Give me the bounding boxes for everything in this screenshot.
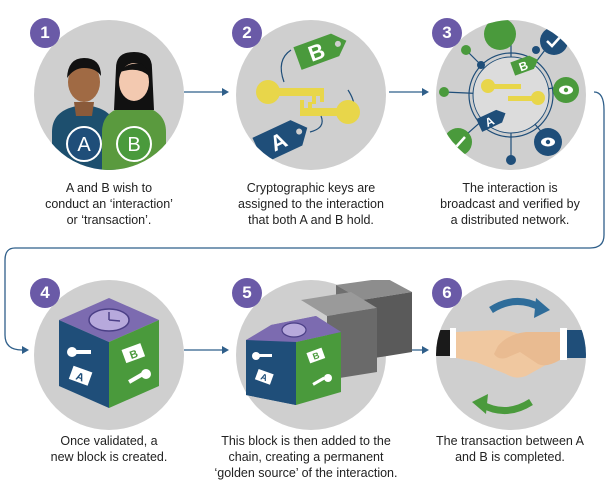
caption-line: that both A and B hold. (248, 213, 374, 227)
tag-b-icon (510, 55, 539, 76)
exchange-arrow-icon (479, 398, 533, 414)
exchange-arrow-icon (489, 298, 543, 314)
caption-line: The interaction is (462, 181, 558, 195)
tag-a-icon: A (252, 120, 308, 164)
clock-icon (281, 322, 307, 338)
caption-line: and B is completed. (455, 450, 565, 464)
blockchain-icon: A B (246, 280, 412, 405)
step-number-badge: 3 (432, 18, 462, 48)
key-icon (312, 374, 332, 386)
caption-line: This block is then added to the (221, 434, 391, 448)
arrowhead-4-5 (222, 346, 229, 354)
tag-a-icon (476, 109, 506, 132)
step-number-badge: 5 (232, 278, 262, 308)
caption-line: new block is created. (50, 450, 168, 464)
step-number-badge: 6 (432, 278, 462, 308)
step-6-caption: The transaction between A and B is compl… (410, 433, 610, 465)
verified-node (540, 27, 568, 55)
step-3-circle: B A (436, 20, 586, 170)
key-icon (300, 100, 360, 124)
arrowhead-1-2 (222, 88, 229, 96)
step-4-circle: A B (34, 280, 184, 430)
caption-line: broadcast and verified by (440, 197, 580, 211)
caption-line: The transaction between A (435, 434, 584, 448)
caption-line: ‘golden source’ of the interaction. (214, 466, 398, 480)
connector-3-4 (4, 91, 605, 351)
caption-line: a distributed network. (450, 213, 570, 227)
tag-a-label: A (74, 371, 86, 385)
person-b-icon (102, 52, 166, 170)
verified-node (444, 128, 472, 156)
step-6-circle (436, 280, 586, 430)
caption-line: Once validated, a (60, 434, 158, 448)
caption-line: chain, creating a permanent (228, 450, 384, 464)
block-cube-icon (59, 298, 159, 408)
step-3: B A 3 (432, 18, 586, 170)
caption-line: or ‘transaction’. (66, 213, 152, 227)
tag-a-icon (68, 365, 93, 386)
step-4-caption: Once validated, a new block is created. (9, 433, 209, 465)
network-node (477, 61, 485, 69)
step-1: A B 1 (30, 18, 184, 170)
key-icon (252, 352, 272, 360)
tag-b-label: B (128, 348, 140, 362)
person-a-badge (66, 126, 102, 162)
key-icon (481, 79, 521, 93)
caption-line: A and B wish to (65, 181, 153, 195)
step-3-caption: The interaction is broadcast and verifie… (410, 180, 610, 228)
key-icon (256, 80, 324, 104)
person-a-label: A (77, 134, 91, 156)
step-number-badge: 1 (30, 18, 60, 48)
network-node (461, 45, 471, 55)
network-node (506, 155, 516, 165)
step-5: A B 5 (232, 278, 412, 430)
step-2: B A 2 (232, 18, 386, 170)
step-1-circle: A B (34, 20, 184, 170)
checkmark-icon (546, 35, 562, 48)
tag-a-label: A (259, 372, 269, 384)
person-b-badge (116, 126, 152, 162)
step-2-caption: Cryptographic keys are assigned to the i… (211, 180, 411, 228)
handshake-icon (436, 328, 586, 378)
caption-line: assigned to the interaction (238, 197, 384, 211)
arrowhead-2-3 (422, 88, 429, 96)
key-icon (508, 91, 545, 105)
step-6: 6 (432, 278, 586, 430)
tag-b-icon: B (293, 33, 347, 70)
tag-b-label: B (311, 350, 321, 362)
network-node (439, 87, 449, 97)
step-number-badge: 4 (30, 278, 60, 308)
tag-b-icon (306, 347, 326, 364)
step-4: A B 4 (30, 278, 184, 430)
key-icon (128, 369, 151, 384)
tag-b-icon (121, 343, 146, 364)
step-5-caption: This block is then added to the chain, c… (206, 433, 406, 481)
caption-line: Cryptographic keys are (246, 181, 376, 195)
key-icon (67, 347, 91, 357)
person-b-label: B (127, 134, 140, 156)
caption-line: conduct an ‘interaction’ (45, 197, 173, 211)
network-node (532, 46, 540, 54)
arrowhead-5-6 (422, 346, 429, 354)
arrowhead-3-4 (22, 346, 29, 354)
network-node (484, 20, 516, 50)
step-2-circle: B A (236, 20, 386, 170)
tag-a-icon (254, 368, 274, 385)
step-number-badge: 2 (232, 18, 262, 48)
step-1-caption: A and B wish to conduct an ‘interaction’… (9, 180, 209, 228)
